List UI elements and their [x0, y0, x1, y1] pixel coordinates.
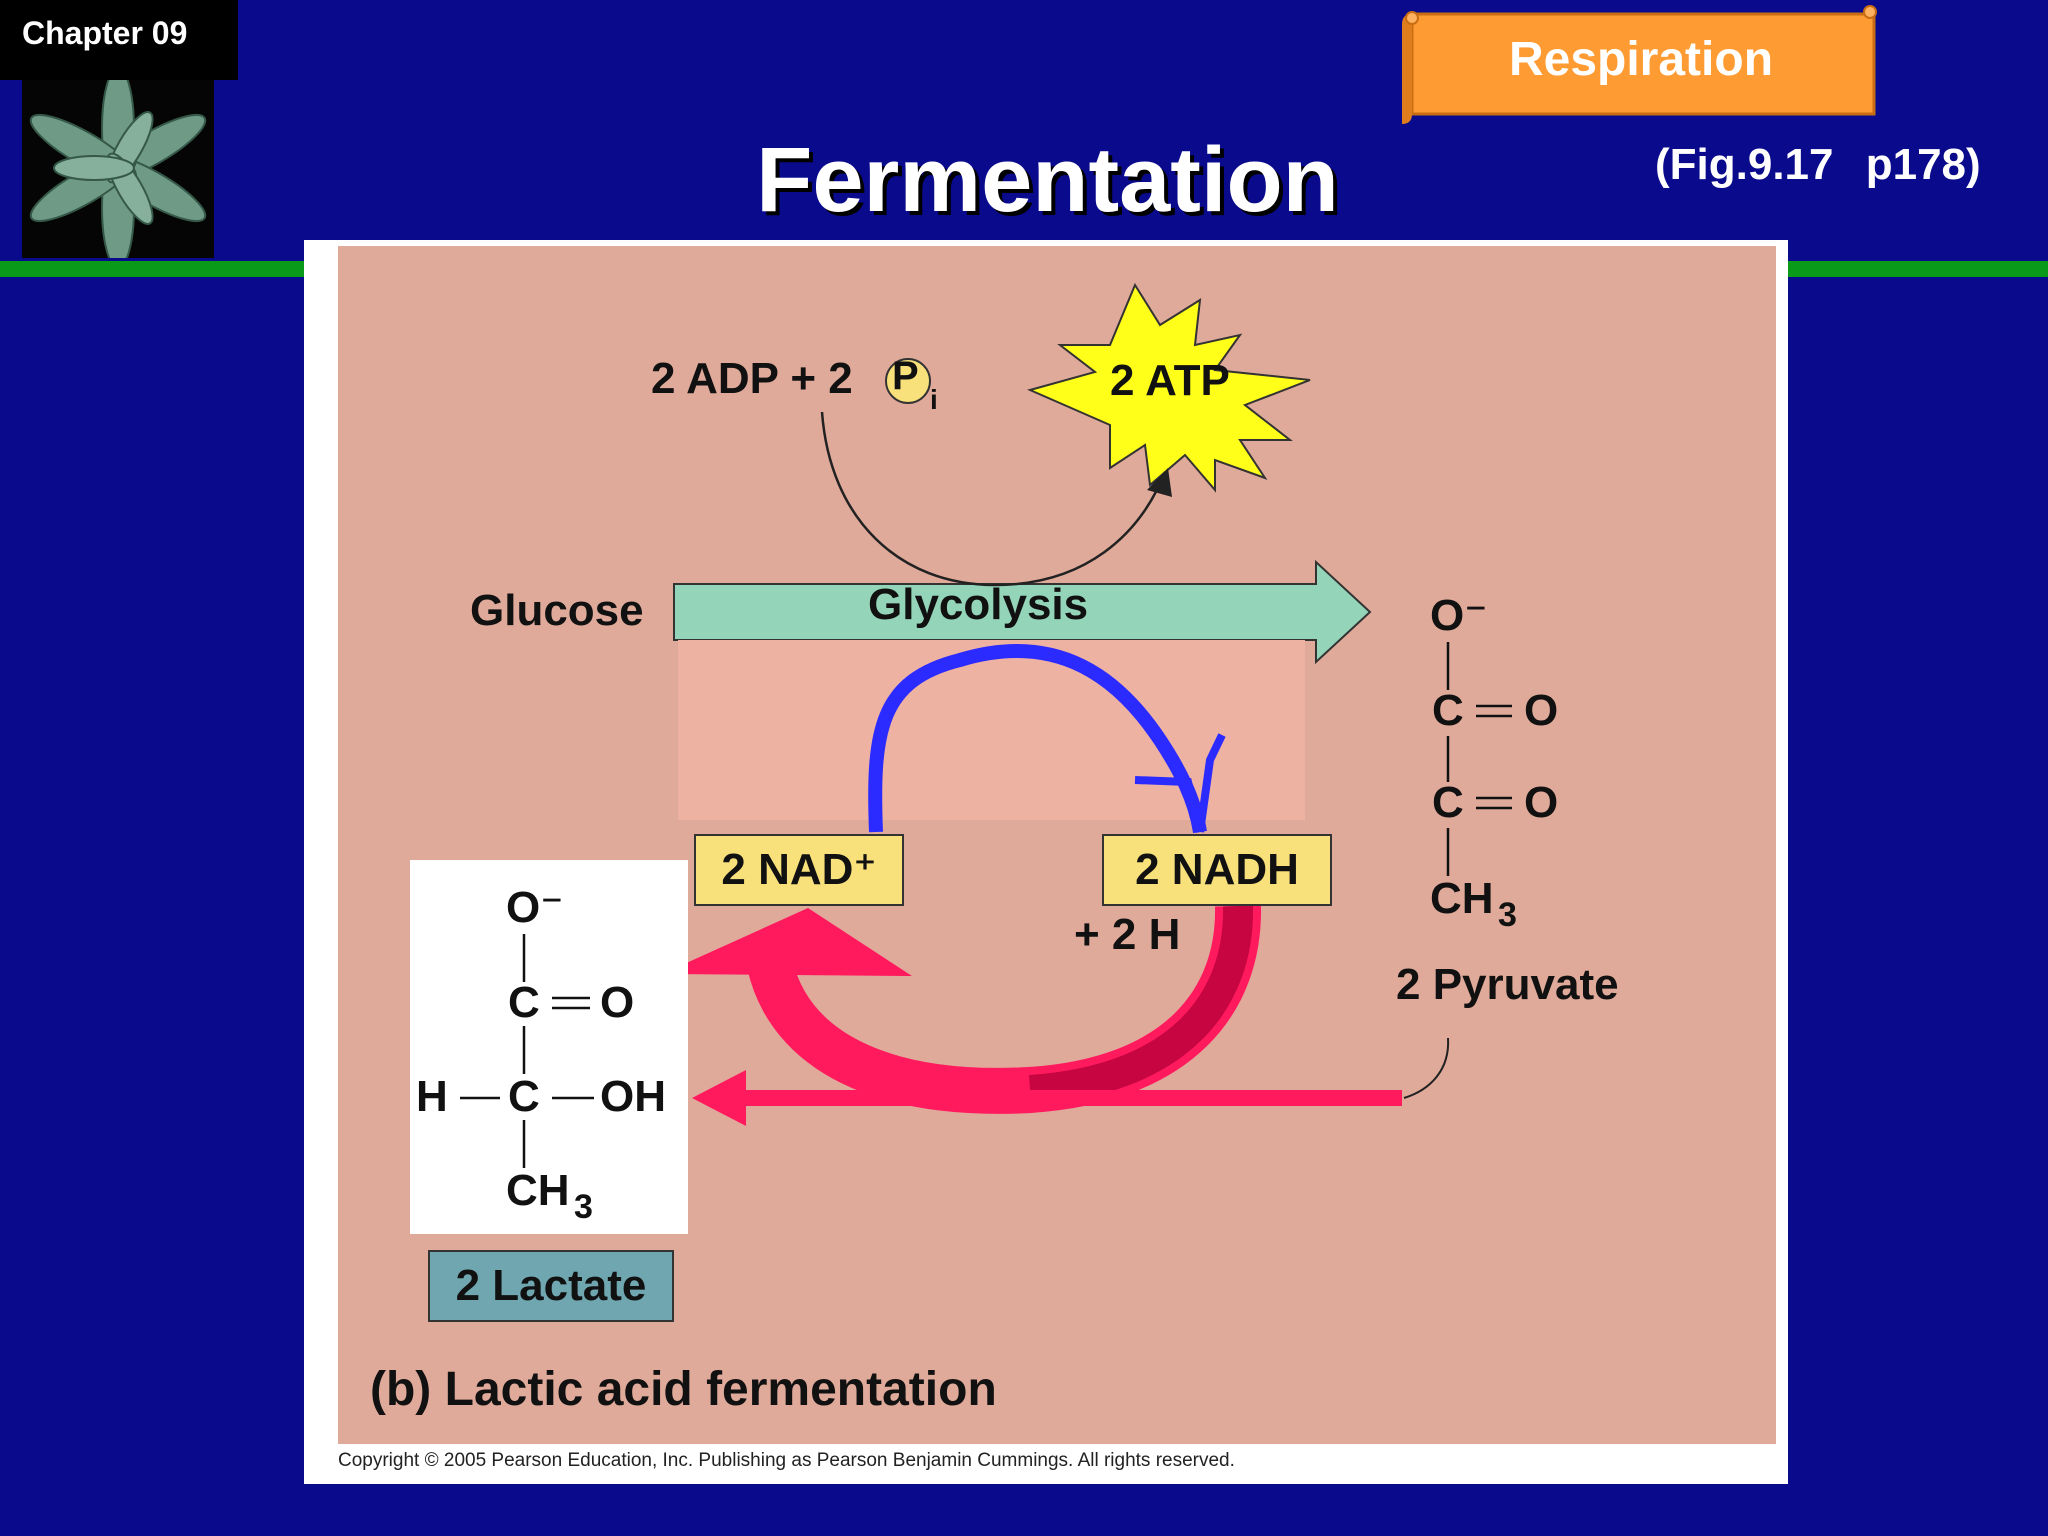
lactate-structure-panel [410, 860, 688, 1234]
page-title: Fermentation [756, 129, 1339, 231]
lactate-carbon-2: C [508, 1072, 540, 1121]
pyruvate-oxygen-1: O [1524, 686, 1559, 735]
nad-arrowhead [662, 908, 912, 976]
succulent-plant-image [22, 80, 214, 258]
figure-reference: (Fig.9.17 p178) [1655, 140, 1981, 189]
figure-caption: (b) Lactic acid fermentation [370, 1363, 997, 1416]
glucose-label: Glucose [470, 586, 644, 635]
adp-atp-arrowhead [1147, 468, 1172, 497]
pi-letter: P [892, 354, 919, 398]
atp-star-icon [1027, 282, 1311, 493]
nad-reduction-arrow [868, 644, 1207, 834]
lactate-o-minus: O⁻ [506, 883, 564, 932]
pyruvate-label: 2 Pyruvate [1396, 960, 1619, 1009]
respiration-banner [1402, 5, 1877, 124]
pyruvate-oxygen-2: O [1524, 778, 1559, 827]
banner-label: Respiration [1508, 33, 1774, 86]
lactate-hydrogen: H [416, 1072, 448, 1121]
nadh-box: 2 NADH [1102, 834, 1332, 906]
pi-circle [885, 358, 931, 404]
adp-label: 2 ADP + 2 [651, 354, 853, 403]
chapter-tab: Chapter 09 [0, 0, 238, 80]
lactate-ch3-subscript: 3 [574, 1188, 593, 1226]
lactate-box: 2 Lactate [428, 1250, 674, 1322]
h-plus-label: + 2 H [1074, 910, 1181, 959]
nad-reduction-arrowhead [1134, 733, 1226, 833]
pyruvate-ch3: CH [1430, 874, 1494, 923]
pyruvate-lactate-shaft [740, 1090, 1402, 1106]
glycolysis-band [678, 640, 1305, 820]
lactate-hydroxyl: OH [600, 1072, 666, 1121]
pyruvate-carbon-2: C [1432, 778, 1464, 827]
pi-subscript: i [930, 384, 938, 415]
atp-label: 2 ATP [1110, 356, 1230, 405]
lactate-ch3: CH [506, 1166, 570, 1215]
nad-plus-box: 2 NAD⁺ [694, 834, 904, 906]
pyruvate-o-minus: O⁻ [1430, 591, 1488, 640]
figure-panel [338, 246, 1776, 1444]
glycolysis-label: Glycolysis [868, 580, 1089, 629]
pyruvate-lactate-arrowhead [692, 1070, 746, 1126]
lactate-oxygen-1: O [600, 978, 635, 1027]
pyruvate-ch3-subscript: 3 [1498, 896, 1517, 934]
copyright-notice: Copyright © 2005 Pearson Education, Inc.… [338, 1450, 1235, 1471]
adp-atp-arrow [820, 411, 1167, 587]
pyruvate-carbon-1: C [1432, 686, 1464, 735]
lactate-carbon-1: C [508, 978, 540, 1027]
